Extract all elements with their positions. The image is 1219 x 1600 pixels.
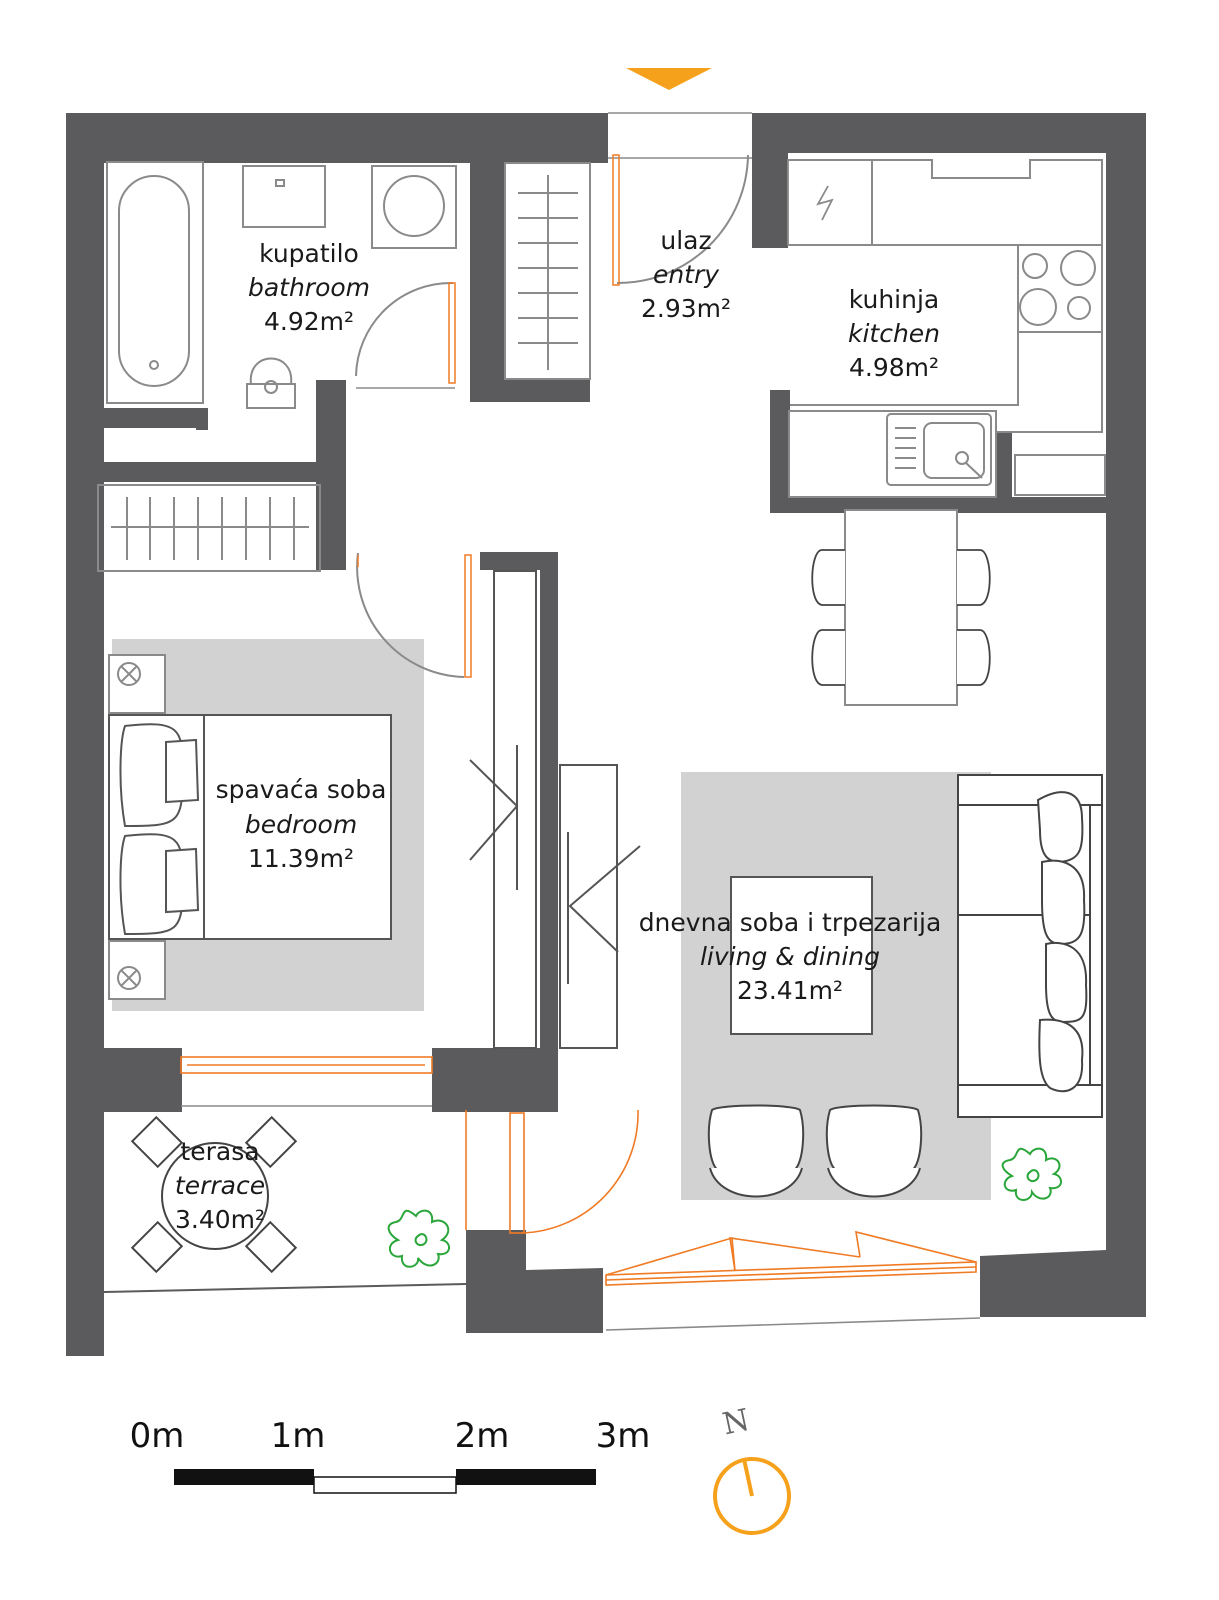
cooktop bbox=[1017, 244, 1103, 333]
kitchen-bar-block bbox=[1014, 454, 1106, 496]
scale-label-1: 1m bbox=[271, 1416, 326, 1456]
plant-terrace-icon bbox=[387, 1209, 450, 1268]
kitchen-counter bbox=[788, 159, 1103, 498]
kitchen-area: 4.98m² bbox=[849, 353, 939, 382]
toilet bbox=[246, 357, 296, 409]
scale-bar bbox=[174, 1469, 596, 1494]
entry-arrow-icon bbox=[626, 68, 712, 90]
dining-table bbox=[844, 509, 958, 706]
washing-machine bbox=[371, 165, 457, 249]
bedroom-area: 11.39m² bbox=[248, 844, 354, 873]
bedroom-label: spavaća soba bbox=[216, 775, 387, 804]
bed bbox=[108, 714, 392, 940]
kitchen-label: kuhinja bbox=[849, 285, 939, 314]
bedroom-wardrobe bbox=[97, 484, 321, 572]
terrace-table bbox=[130, 1115, 298, 1274]
kitchen-sink bbox=[886, 413, 992, 486]
scale-label-0: 0m bbox=[130, 1416, 185, 1456]
compass-icon bbox=[713, 1457, 791, 1535]
armchairs bbox=[707, 1104, 923, 1198]
bathroom-label-en: bathroom bbox=[248, 273, 370, 302]
scale-label-2: 2m bbox=[455, 1416, 510, 1456]
entry-label: ulaz bbox=[660, 226, 711, 255]
terrace-label: terasa bbox=[180, 1137, 259, 1166]
entry-label-en: entry bbox=[653, 260, 720, 289]
bedroom-window bbox=[180, 1056, 433, 1107]
coffee-table bbox=[730, 876, 873, 1035]
bathtub bbox=[106, 161, 204, 404]
sofa bbox=[957, 774, 1103, 1118]
plant-living-icon bbox=[1001, 1147, 1062, 1201]
bathroom-label: kupatilo bbox=[259, 239, 359, 268]
terrace-label-en: terrace bbox=[175, 1171, 265, 1200]
bedroom-label-en: bedroom bbox=[245, 810, 357, 839]
living-label-en: living & dining bbox=[700, 942, 880, 971]
sliding-wardrobe bbox=[469, 570, 537, 1049]
entry-wardrobe bbox=[504, 162, 591, 380]
dining-chairs bbox=[811, 549, 991, 686]
nightstand-lamp-bottom bbox=[108, 940, 166, 1000]
entry-door bbox=[608, 112, 752, 286]
terrace-area: 3.40m² bbox=[175, 1205, 265, 1234]
nightstand-lamp-top bbox=[108, 654, 166, 714]
living-window bbox=[605, 1230, 981, 1331]
bathroom-area: 4.92m² bbox=[264, 307, 354, 336]
bathroom-door bbox=[355, 281, 456, 389]
entry-area: 2.93m² bbox=[641, 294, 731, 323]
terrace-door bbox=[465, 1109, 639, 1234]
scale-label-3: 3m bbox=[596, 1416, 651, 1456]
living-label: dnevna soba i trpezarija bbox=[639, 908, 942, 937]
washbasin bbox=[242, 165, 326, 228]
compass-label: N bbox=[720, 1403, 753, 1443]
walls bbox=[66, 113, 1146, 1356]
bedroom-door bbox=[356, 552, 472, 678]
kitchen-label-en: kitchen bbox=[848, 319, 940, 348]
fridge-icon bbox=[787, 159, 873, 246]
living-area: 23.41m² bbox=[737, 976, 843, 1005]
tv-cabinet bbox=[559, 764, 641, 1049]
terrace-edge bbox=[103, 1283, 467, 1293]
